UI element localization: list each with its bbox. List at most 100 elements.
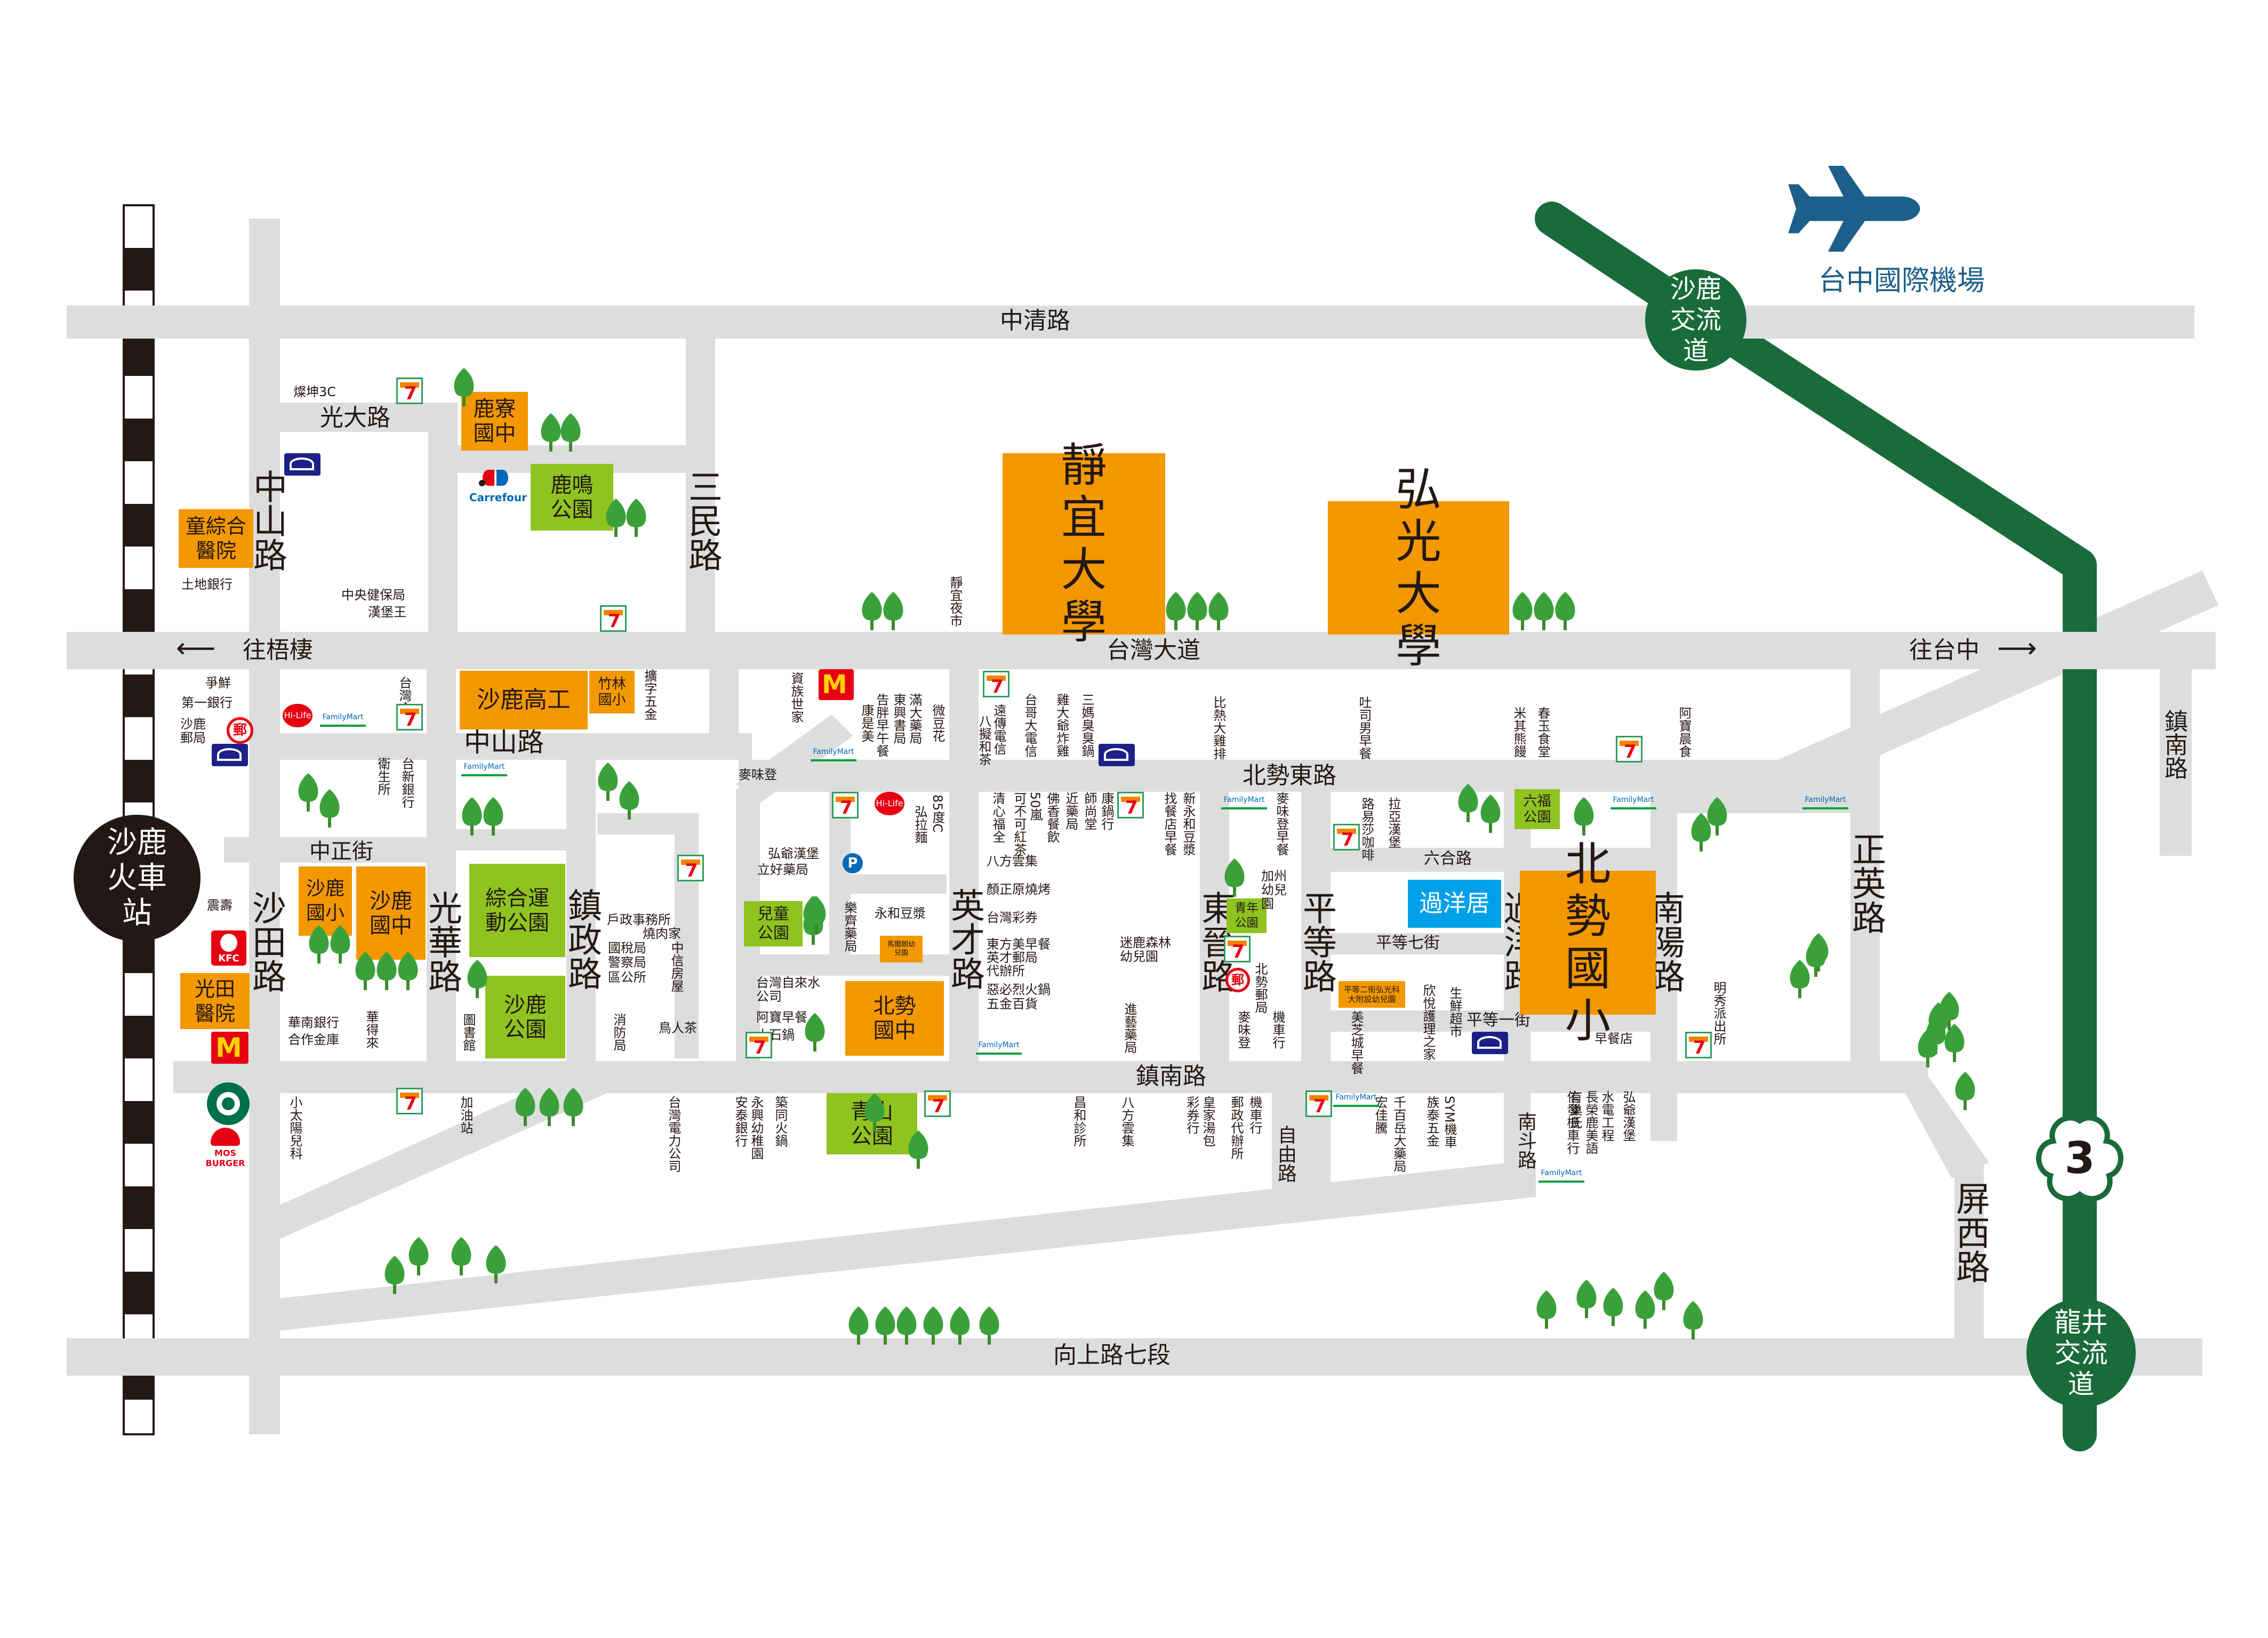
poi-motor-2: 機車行 <box>1270 1010 1285 1049</box>
kindergarten-hongguang[interactable]: 平等二街弘光科大附設幼兒園 <box>1339 981 1405 1008</box>
hilife-icon: Hi-Life <box>875 792 904 815</box>
zhulin-elementary[interactable]: 竹林國小 <box>589 671 635 713</box>
tree-icon <box>306 925 332 965</box>
poi-louisa: 路易莎咖啡 <box>1359 797 1374 861</box>
tree-icon <box>1221 858 1248 898</box>
tree-icon <box>1600 1288 1626 1327</box>
poi-kebuke: 可不可紅茶 <box>1012 792 1027 856</box>
beishi-junior-high[interactable]: 北勢國中 <box>845 981 944 1056</box>
poi-abao-2: 阿寶早餐 <box>756 1010 807 1025</box>
tree-icon <box>1573 1280 1600 1319</box>
route-shield-icon <box>2036 1115 2123 1201</box>
road-label-beishi-east: 北勢東路 <box>1243 762 1336 789</box>
poi-yonghe-1: 永和豆漿 <box>875 906 926 921</box>
tree-icon <box>483 1245 509 1284</box>
tree-icon <box>395 952 421 991</box>
jingyi-university[interactable]: 靜宜大學 <box>1003 439 1165 648</box>
tree-icon <box>464 960 491 999</box>
liufu-park[interactable]: 六福公園 <box>1514 789 1560 829</box>
shalu-park[interactable]: 沙鹿公園 <box>485 976 565 1058</box>
post-office-icon: 郵 <box>227 717 253 744</box>
carrefour-icon: Carrefour <box>469 467 527 515</box>
poi-dongfang: 東方美早餐 <box>987 937 1051 952</box>
tree-icon <box>1952 1072 1978 1111</box>
seven-eleven-icon <box>396 704 423 730</box>
beishi-elementary[interactable]: 北勢國小 <box>1520 838 1656 1047</box>
longjing-interchange: 龍井交流道 <box>2026 1298 2136 1408</box>
poi-sun-pediatric: 小太陽兒科 <box>287 1096 302 1160</box>
poi-royal-dumpling: 皇家湯包 <box>1200 1096 1215 1147</box>
road-pingxi <box>1954 1160 1984 1346</box>
seven-eleven-icon <box>396 1088 423 1114</box>
tree-icon <box>1704 797 1730 837</box>
shalu-elementary[interactable]: 沙鹿國小 <box>299 866 352 936</box>
road-beishi-east <box>739 760 1858 792</box>
tree-icon <box>538 413 564 453</box>
seven-eleven-icon <box>677 855 704 881</box>
poi-yongxing-kg: 永興幼稚園 <box>749 1096 764 1160</box>
tree-icon <box>947 1306 973 1346</box>
poi-hongye-1: 弘爺漢堡 <box>768 846 819 861</box>
poi-plumbing: 水電工程 <box>1599 1090 1614 1142</box>
poi-dongxing: 東興書局 <box>891 693 906 744</box>
kindergarten-marlang[interactable]: 馬爾朗幼兒園 <box>880 936 923 962</box>
road-zhenzheng <box>566 757 596 1077</box>
road-zhengying <box>1850 669 1880 1090</box>
poi-taishin: 台新銀行 <box>399 757 414 808</box>
tree-icon <box>1650 1272 1677 1311</box>
poi-california-kg: 加州幼兒園 <box>1261 869 1287 911</box>
hongguang-university[interactable]: 弘光大學 <box>1328 463 1509 672</box>
road-label-zhenzheng: 鎮政路 <box>562 888 602 990</box>
shalu-junior-high[interactable]: 沙鹿國中 <box>356 866 426 960</box>
shalu-vocational-hs[interactable]: 沙鹿高工 <box>460 671 588 729</box>
youth-park[interactable]: 青年公園 <box>1227 898 1267 933</box>
poi-changhe-clinic: 昌和診所 <box>1071 1096 1086 1147</box>
poi-kymco: 宏佳騰 <box>1373 1096 1388 1134</box>
airplane-icon <box>1788 166 1920 252</box>
road-pingdeng7 <box>1331 933 1517 954</box>
tong-hospital[interactable]: 童綜合醫院 <box>179 509 253 568</box>
poi-sanma: 三媽臭臭鍋 <box>1079 693 1094 757</box>
tree-icon <box>1205 592 1232 631</box>
poi-50lan: 50嵐 <box>1028 792 1043 821</box>
pxmart-icon <box>1472 1032 1508 1054</box>
guangtian-hospital[interactable]: 光田醫院 <box>180 973 250 1029</box>
seven-eleven-icon <box>832 792 859 818</box>
poi-meizhicheng: 美芝城早餐 <box>1349 1010 1364 1074</box>
tree-icon <box>560 1088 587 1127</box>
kfc-icon: KFC <box>211 930 246 966</box>
poi-chunyu: 春玉食堂 <box>1535 706 1550 758</box>
tree-icon <box>893 1306 920 1346</box>
poi-shishang: 師尚堂 <box>1082 792 1097 830</box>
hilife-icon: Hi-Life <box>283 704 312 727</box>
guoyangju-site[interactable]: 過洋居 <box>1408 880 1501 928</box>
guangtian-label: 光田醫院 <box>194 977 235 1025</box>
luliao-junior-high[interactable]: 鹿寮國中 <box>461 392 528 451</box>
poi-twm: 台哥大電信 <box>1022 693 1037 757</box>
tree-icon <box>373 952 400 991</box>
familymart-icon: FamilyMart <box>1802 794 1848 809</box>
luming-park[interactable]: 鹿鳴公園 <box>531 464 613 531</box>
road-yingcai <box>949 667 979 1066</box>
route-3-number: 3 <box>2064 1133 2095 1184</box>
tree-icon <box>1509 592 1536 631</box>
poi-hongye-2: 弘爺漢堡 <box>1621 1090 1636 1142</box>
road-zhennan <box>173 1061 1928 1093</box>
children-park[interactable]: 兒童公園 <box>744 901 803 946</box>
tree-icon <box>802 1013 828 1053</box>
tree-icon <box>859 592 885 631</box>
tree-icon <box>872 1306 899 1346</box>
poi-yingcai-post: 英才郵局 <box>987 950 1038 965</box>
sports-park[interactable]: 綜合運動公園 <box>469 864 565 957</box>
poi-zutai: 族泰五金 <box>1424 1096 1439 1147</box>
road-label-zhongqing: 中清路 <box>1000 307 1070 334</box>
familymart-icon: FamilyMart <box>461 761 507 776</box>
youth-park-label: 青年公園 <box>1235 901 1259 930</box>
tree-icon <box>316 789 343 829</box>
shalu-hs-label: 沙鹿高工 <box>477 686 571 713</box>
seven-eleven-icon <box>1685 1032 1712 1058</box>
familymart-icon: FamilyMart <box>1221 794 1267 809</box>
seven-eleven-icon <box>600 605 627 632</box>
poi-new-yonghe: 新永和豆漿 <box>1181 792 1196 856</box>
